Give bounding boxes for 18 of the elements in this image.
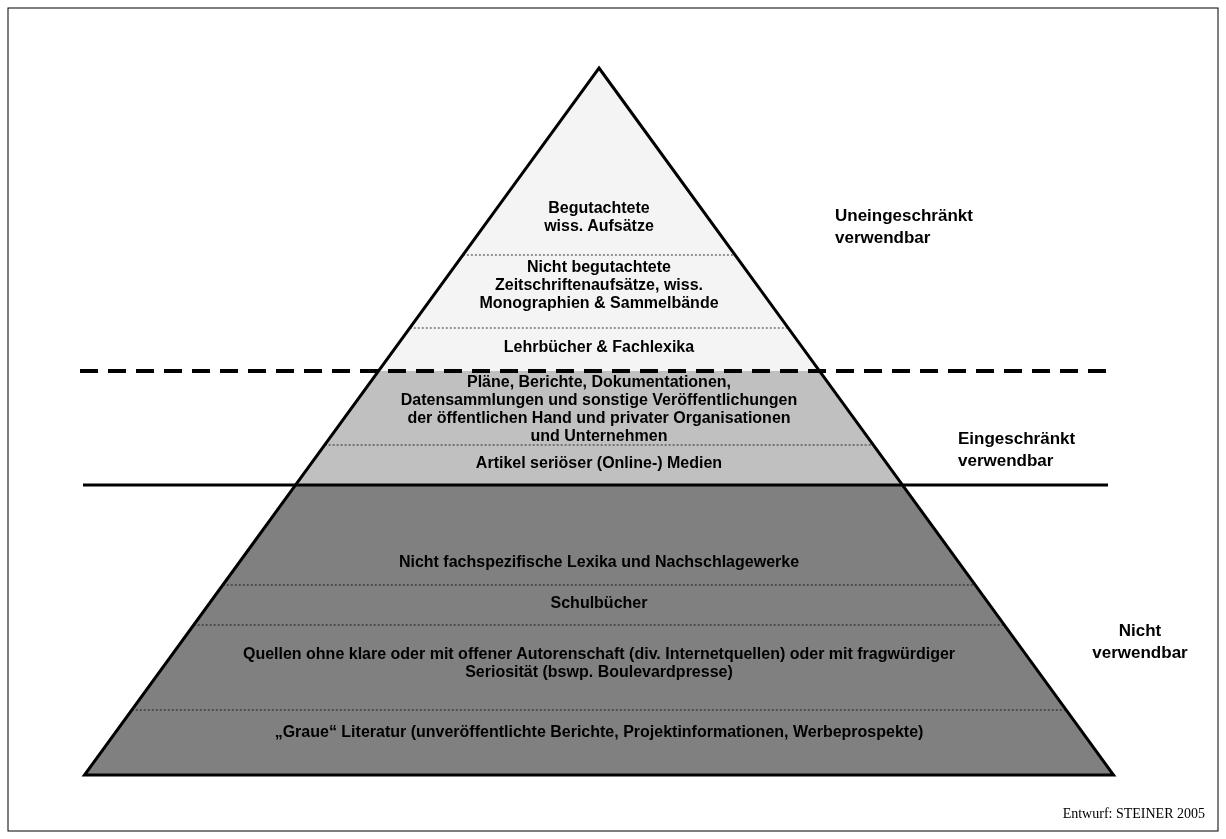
band-label: Nicht begutachtete Zeitschriftenaufsätze, wiss. Monographien & Sammelbände xyxy=(478,258,720,312)
pyramid-band xyxy=(409,255,789,328)
usage-label: Nicht verwendbar xyxy=(1091,620,1189,664)
pyramid-band xyxy=(193,585,1005,625)
band-label: Artikel seriöser (Online-) Medien xyxy=(474,454,724,472)
band-label: Begutachtete wiss. Aufsätze xyxy=(543,199,655,235)
usage-label: Uneingeschränkt verwendbar xyxy=(835,205,974,249)
pyramid-band xyxy=(84,710,1114,775)
band-label: Lehrbücher & Fachlexika xyxy=(502,338,696,356)
usage-label: Eingeschränkt verwendbar xyxy=(958,428,1077,472)
band-label: Schulbücher xyxy=(549,594,649,612)
pyramid-band xyxy=(131,625,1067,710)
band-label: Pläne, Berichte, Dokumentationen, Datensammlungen und sonstige Veröffentlichungen der öffentlichen Hand und privater Organisationen und Unternehmen xyxy=(399,373,799,445)
pyramid-band xyxy=(295,445,903,485)
band-label: „Graue“ Literatur (unveröffentlichte Berichte, Projektinformationen, Werbeprospekte) xyxy=(273,723,925,741)
credit-note: Entwurf: STEINER 2005 xyxy=(1061,805,1205,823)
band-label: Nicht fachspezifische Lexika und Nachschlagewerke xyxy=(397,553,801,571)
band-label: Quellen ohne klare oder mit offener Autorenschaft (div. Internetquellen) oder mit fragwürdiger Seriosität (bswp. Boulevardpresse) xyxy=(241,645,957,681)
